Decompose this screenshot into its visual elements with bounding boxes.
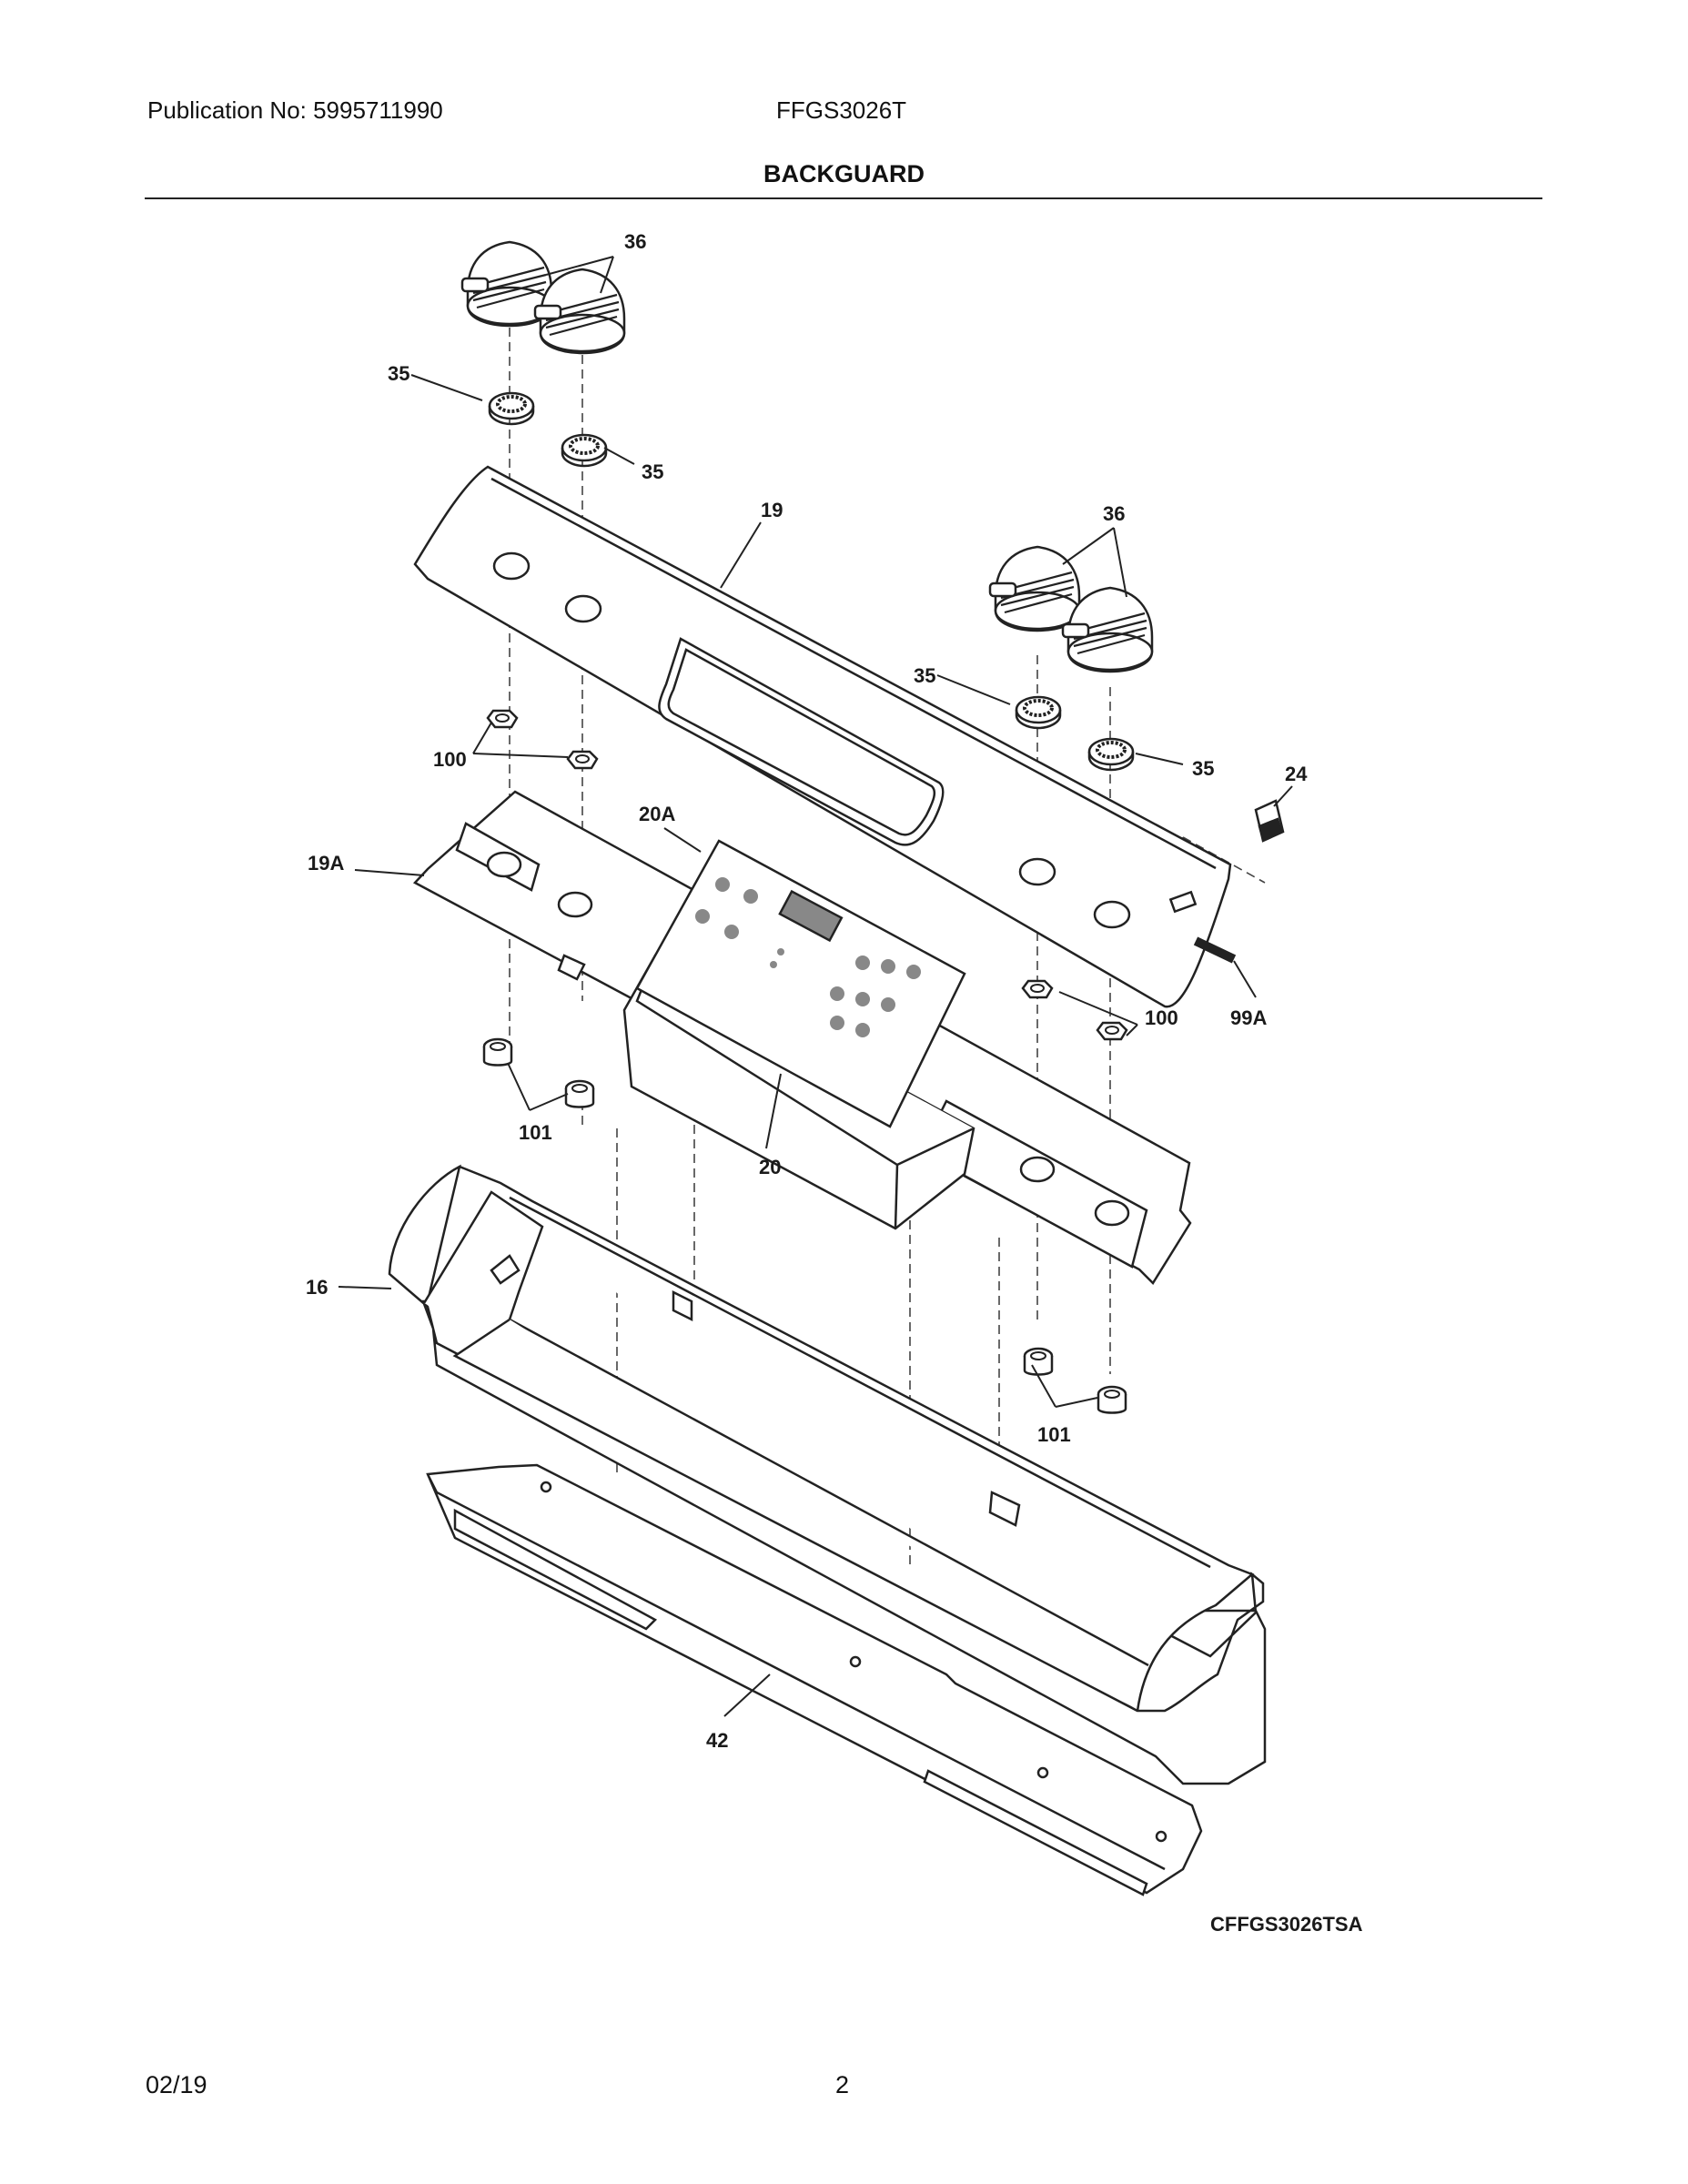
part-label-36: 36 [1103,502,1125,525]
leader-lines [338,256,1293,1717]
part-label-36: 36 [624,230,646,253]
part-label-35: 35 [1192,757,1214,780]
knob-icon [988,545,1081,632]
part-label-100: 100 [1145,1006,1178,1029]
part-label-100: 100 [433,748,467,771]
part-label-101: 101 [1037,1423,1071,1446]
part-label-101: 101 [519,1121,552,1144]
bezel-icon [488,391,535,426]
lower-trim-42 [426,1463,1203,1896]
footer-date: 02/19 [146,2071,207,2098]
overlay-20A [635,839,966,1128]
diagram-code: CFFGS3026TSA [1210,1913,1363,1936]
publication-number: Publication No: 5995711990 [147,96,443,124]
bezel-icon [1015,695,1062,730]
grommet-icon [482,1037,513,1067]
model-number: FFGS3026T [776,96,907,124]
bezel-icon [561,433,608,468]
hex-nut-icon [566,750,599,770]
backguard-frame-16 [388,1164,1267,1785]
page-title: BACKGUARD [763,160,925,187]
part-label-24: 24 [1285,763,1308,785]
hex-nut-icon [486,709,519,729]
rocker-switch-24 [1254,799,1285,843]
page-number: 2 [835,2071,850,2098]
part-label-16: 16 [306,1276,328,1299]
part-label-99A: 99A [1230,1006,1267,1029]
grommet-icon [564,1079,595,1108]
grommet-icon [1023,1347,1054,1376]
part-label-35: 35 [388,362,409,385]
wire-harness-99A [1193,936,1237,964]
part-label-19A: 19A [308,852,344,875]
hex-nut-icon [1096,1021,1128,1041]
header-rule [145,197,1542,199]
bezel-icon [1087,737,1135,772]
part-label-35: 35 [642,460,663,483]
part-label-42: 42 [706,1729,728,1752]
control-panel-19 [413,465,1232,1008]
part-label-35: 35 [914,664,935,687]
hex-nut-icon [1021,979,1054,999]
part-label-20: 20 [759,1156,781,1178]
part-label-19: 19 [761,499,783,521]
part-label-20A: 20A [639,803,675,825]
part-labels: 36 35 35 19 36 35 35 24 100 20A 19A 100 … [306,230,1363,1936]
grommet-icon [1097,1385,1127,1414]
